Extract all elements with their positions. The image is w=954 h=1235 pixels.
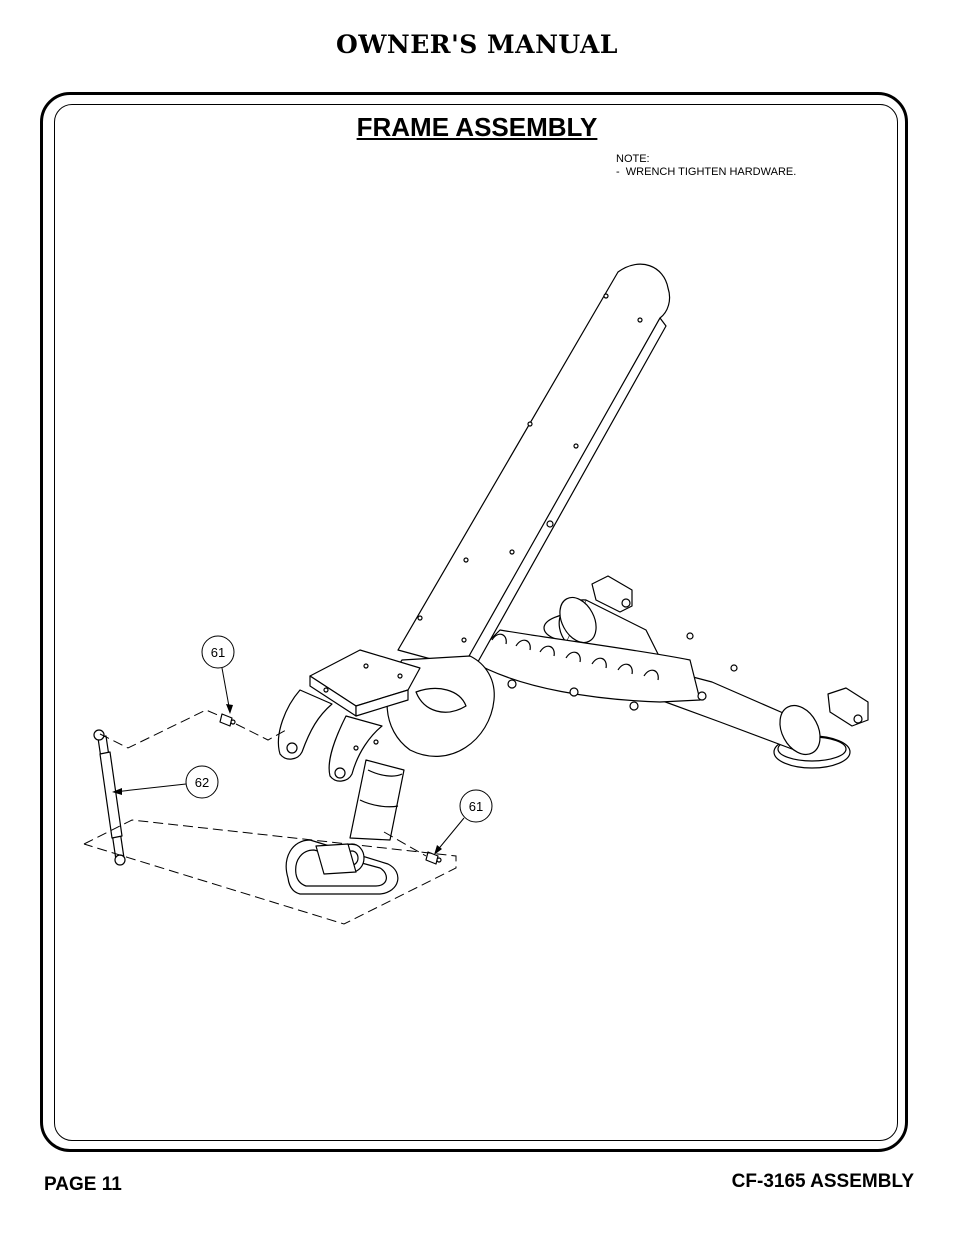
assembly-note: NOTE: - WRENCH TIGHTEN HARDWARE.	[616, 153, 796, 179]
note-line: - WRENCH TIGHTEN HARDWARE.	[616, 166, 797, 178]
bolt-upper	[219, 713, 236, 727]
model-assembly-label: CF-3165 ASSEMBLY	[731, 1171, 914, 1192]
gas-spring	[93, 729, 126, 866]
callout-label: 61	[211, 645, 225, 660]
seat-ratchet	[469, 629, 707, 711]
callout-label: 62	[195, 775, 209, 790]
page-number: PAGE 11	[44, 1174, 122, 1195]
front-foot	[285, 839, 399, 895]
backrest-board	[397, 263, 671, 677]
callout-62: 62	[112, 765, 219, 799]
page-border-inner	[54, 104, 898, 1141]
seat-bracket	[277, 649, 421, 782]
callout-61-lower: 61	[434, 789, 493, 855]
main-frame-hub	[386, 655, 495, 757]
manual-title: OWNER'S MANUAL	[336, 30, 618, 59]
section-title: FRAME ASSEMBLY	[356, 112, 598, 142]
bolt-lower	[425, 851, 442, 865]
callout-label: 61	[469, 799, 483, 814]
note-label: NOTE:	[616, 153, 650, 165]
page-border-outer	[40, 92, 908, 1152]
assembly-lines	[83, 709, 457, 925]
front-leg	[349, 759, 405, 841]
callout-61-upper: 61	[201, 635, 235, 714]
